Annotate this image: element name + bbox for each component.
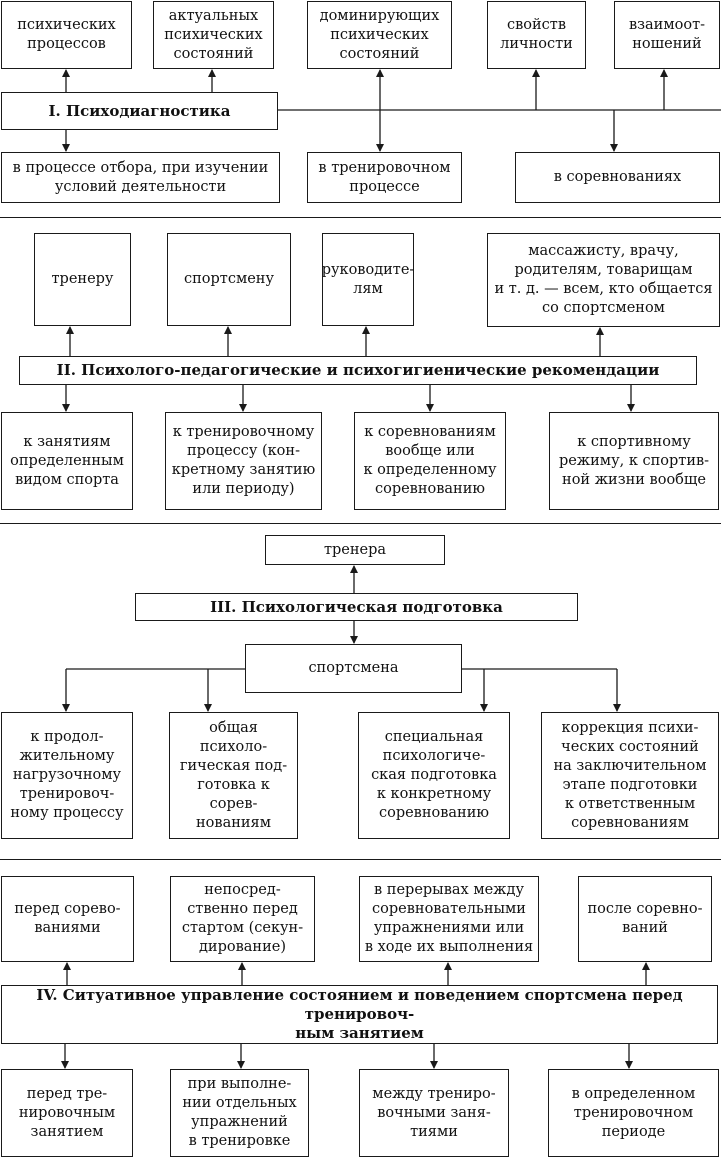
- section-divider: [0, 523, 721, 524]
- topic-sport-regime: к спортивному режиму, к спортив- ной жиз…: [549, 412, 719, 510]
- recipient-coach: тренеру: [34, 233, 131, 326]
- prep-special: специальная психологиче- ская подготовка…: [358, 712, 510, 839]
- section-2-title: II. Психолого-педагогические и психогиги…: [19, 356, 697, 385]
- context-selection: в процессе отбора, при изучении условий …: [1, 152, 280, 203]
- section-divider: [0, 859, 721, 860]
- recipient-athlete: спортсмену: [167, 233, 291, 326]
- context-training: в тренировочном процессе: [307, 152, 462, 203]
- prep-general: общая психоло- гическая под- готовка к с…: [169, 712, 298, 839]
- athlete-box: спортсмена: [245, 644, 462, 693]
- prep-correction: коррекция психи- ческих состояний на зак…: [541, 712, 719, 839]
- training-period: в определенном тренировочном периоде: [548, 1069, 719, 1157]
- coach-box: тренера: [265, 535, 445, 565]
- prep-long-training: к продол- жительному нагрузочному тренир…: [1, 712, 133, 839]
- topic-training-process: к тренировочному процессу (кон- кретному…: [165, 412, 322, 510]
- section-4-title: IV. Ситуативное управление состоянием и …: [1, 985, 718, 1044]
- target-mental-processes: психических процессов: [1, 1, 132, 69]
- section-1-title: I. Психодиагностика: [1, 92, 278, 130]
- target-current-states: актуальных психических состояний: [153, 1, 274, 69]
- section-3-title: III. Психологическая подготовка: [135, 593, 578, 621]
- target-personality-traits: свойств личности: [487, 1, 586, 69]
- context-competition: в соревнованиях: [515, 152, 720, 203]
- topic-competitions: к соревнованиям вообще или к определенно…: [354, 412, 506, 510]
- target-dominant-states: доминирующих психических состояний: [307, 1, 452, 69]
- competition-after: после соревно- ваний: [578, 876, 712, 962]
- competition-between: в перерывах между соревновательными упра…: [359, 876, 539, 962]
- topic-sport: к занятиям определенным видом спорта: [1, 412, 133, 510]
- target-relationships: взаимоот- ношений: [614, 1, 720, 69]
- competition-before: перед сорево- ваниями: [1, 876, 134, 962]
- training-between: между трениро- вочными заня- тиями: [359, 1069, 509, 1157]
- training-before: перед тре- нировочным занятием: [1, 1069, 133, 1157]
- training-during: при выполне- нии отдельных упражнений в …: [170, 1069, 309, 1157]
- competition-start: непосред- ственно перед стартом (секун- …: [170, 876, 315, 962]
- recipient-managers: руководите- лям: [322, 233, 414, 326]
- recipient-others: массажисту, врачу, родителям, товарищам …: [487, 233, 720, 327]
- section-divider: [0, 217, 721, 218]
